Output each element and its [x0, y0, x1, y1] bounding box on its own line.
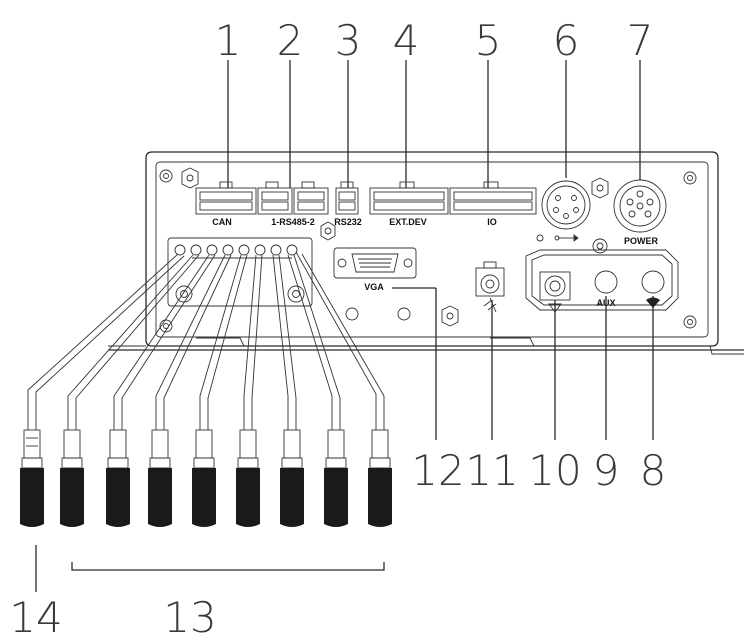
- cable-connector: [148, 429, 172, 527]
- label-io: IO: [487, 217, 497, 227]
- label-rs485: 1-RS485-2: [271, 217, 315, 227]
- callout-11: 11: [465, 446, 518, 495]
- aux-port: [594, 270, 618, 294]
- connector-rs232: [335, 181, 359, 215]
- connector-io: [449, 181, 537, 215]
- connector-usb: [541, 180, 591, 230]
- label-can: CAN: [212, 217, 232, 227]
- cable-connector: [60, 429, 84, 527]
- camera-connector-block: [167, 237, 313, 307]
- label-aux: AUX: [596, 298, 615, 308]
- callout-numbers: 1 2 3 4 5 6 7 8 9 10 11 12 13 14: [9, 16, 666, 642]
- network-icon: [548, 303, 562, 313]
- cable-glands: [174, 244, 298, 256]
- label-power: POWER: [624, 236, 659, 246]
- label-vga: VGA: [364, 282, 384, 292]
- usb-icon: [536, 234, 579, 242]
- cable-connector-14: [20, 429, 44, 527]
- cable-connectors-13: [60, 429, 392, 527]
- callout-8: 8: [640, 446, 667, 495]
- gps-port: [475, 261, 505, 297]
- cable-connector: [280, 429, 304, 527]
- cable-connector: [236, 429, 260, 527]
- vga-port: [333, 247, 417, 279]
- callout-9: 9: [593, 446, 620, 495]
- wifi-port: [641, 270, 665, 294]
- callout-14: 14: [9, 593, 62, 642]
- label-rs232: RS232: [334, 217, 362, 227]
- callout-7: 7: [627, 16, 654, 65]
- callout-2: 2: [277, 16, 304, 65]
- connector-ext-dev: [369, 181, 449, 215]
- cable-connector: [106, 429, 130, 527]
- device-chassis: [108, 151, 744, 355]
- connector-rs485: [257, 181, 329, 215]
- callout-12: 12: [411, 446, 464, 495]
- gps-antenna-icon: [483, 297, 497, 313]
- leader-lines: [35, 60, 654, 592]
- cable-connector: [192, 429, 216, 527]
- callout-13: 13: [163, 593, 216, 642]
- cable-connector: [368, 429, 392, 527]
- cable-connector: [324, 429, 348, 527]
- camera-cables: [27, 251, 385, 430]
- antenna-bracket: [525, 238, 679, 311]
- network-port: [539, 271, 571, 301]
- callout-5: 5: [475, 16, 502, 65]
- label-ext-dev: EXT.DEV: [389, 217, 427, 227]
- wifi-icon: [646, 297, 660, 308]
- callout-3: 3: [335, 16, 362, 65]
- callout-1: 1: [215, 16, 242, 65]
- callout-4: 4: [393, 16, 420, 65]
- connector-power: [613, 179, 667, 233]
- callout-6: 6: [553, 16, 580, 65]
- callout-10: 10: [528, 446, 581, 495]
- panel-labels: CAN 1-RS485-2 RS232 EXT.DEV IO POWER VGA…: [212, 217, 658, 308]
- connector-can: [195, 181, 257, 215]
